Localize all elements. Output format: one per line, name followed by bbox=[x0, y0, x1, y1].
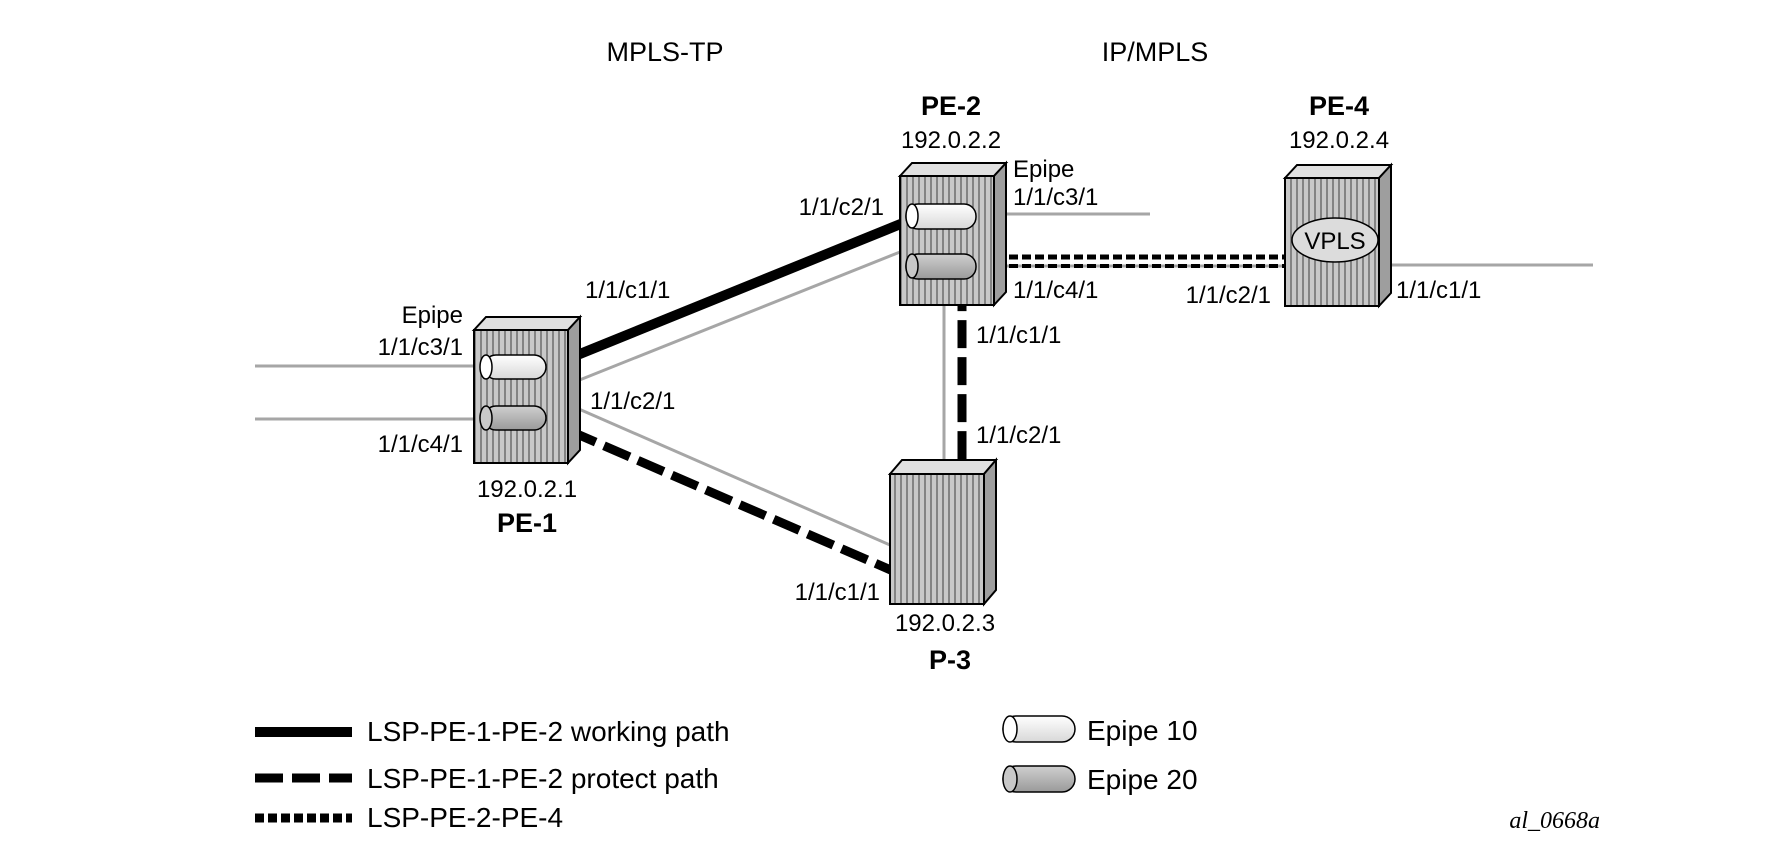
pe1-port-c2: 1/1/c2/1 bbox=[590, 388, 675, 415]
router-pe2-side bbox=[993, 160, 1007, 308]
pe2-name: PE-2 bbox=[921, 91, 981, 121]
epipe20-cylinder-pe1 bbox=[479, 405, 547, 431]
router-p3-front bbox=[889, 473, 985, 605]
epipe20-cylinder-pe2 bbox=[905, 253, 977, 280]
region-ip-mpls: IP/MPLS bbox=[1102, 37, 1209, 67]
pe1-port-c1: 1/1/c1/1 bbox=[585, 277, 670, 304]
p3-port-c2: 1/1/c2/1 bbox=[976, 422, 1061, 449]
pe1-port-c3: 1/1/c3/1 bbox=[378, 334, 463, 361]
legend-epipe10-label: Epipe 10 bbox=[1087, 715, 1198, 746]
router-pe1-top bbox=[471, 316, 583, 331]
pe2-port-c4: 1/1/c4/1 bbox=[1013, 277, 1098, 304]
router-pe4-top bbox=[1282, 164, 1394, 179]
link-pe1-pe2 bbox=[571, 250, 901, 385]
pe2-port-c3: 1/1/c3/1 bbox=[1013, 184, 1098, 211]
figure-id: al_0668a bbox=[1509, 808, 1600, 834]
pe2-ip: 192.0.2.2 bbox=[901, 127, 1001, 154]
legend-lsp24-label: LSP-PE-2-PE-4 bbox=[367, 802, 563, 833]
pe2-epipe-label: Epipe bbox=[1013, 156, 1074, 183]
router-pe2-front bbox=[899, 175, 995, 306]
pe4-name: PE-4 bbox=[1309, 91, 1369, 121]
pe2-port-c2: 1/1/c2/1 bbox=[799, 194, 884, 221]
epipe10-cylinder-pe1 bbox=[479, 354, 547, 380]
router-pe1[interactable] bbox=[471, 314, 583, 466]
pe1-ip: 192.0.2.1 bbox=[477, 476, 577, 503]
physical-links bbox=[255, 212, 1593, 547]
router-pe4-side bbox=[1378, 162, 1392, 309]
legend-protect-label: LSP-PE-1-PE-2 protect path bbox=[367, 763, 719, 794]
pe4-port-c1: 1/1/c1/1 bbox=[1396, 277, 1481, 304]
pe2-port-c1: 1/1/c1/1 bbox=[976, 322, 1061, 349]
link-pe1-p3 bbox=[571, 404, 891, 547]
pe4-ip: 192.0.2.4 bbox=[1289, 127, 1389, 154]
pe1-name: PE-1 bbox=[497, 508, 557, 538]
p3-port-c1: 1/1/c1/1 bbox=[795, 579, 880, 606]
legend-working-label: LSP-PE-1-PE-2 working path bbox=[367, 716, 730, 747]
router-pe1-side bbox=[567, 314, 581, 466]
epipe10-cylinder-pe2 bbox=[905, 203, 977, 230]
lsp-working-path bbox=[568, 216, 910, 363]
legend-epipe10-cylinder bbox=[1002, 715, 1076, 743]
router-pe4[interactable]: VPLS bbox=[1282, 162, 1394, 309]
legend-epipe20-cylinder bbox=[1002, 765, 1076, 793]
vpls-label: VPLS bbox=[1304, 228, 1365, 255]
pe4-port-c2: 1/1/c2/1 bbox=[1186, 282, 1271, 309]
pe1-port-c4: 1/1/c4/1 bbox=[378, 431, 463, 458]
router-pe1-front bbox=[473, 329, 569, 464]
router-pe2[interactable] bbox=[897, 160, 1009, 308]
region-mpls-tp: MPLS-TP bbox=[606, 37, 723, 67]
router-p3-side bbox=[983, 457, 997, 607]
p3-ip: 192.0.2.3 bbox=[895, 610, 995, 637]
router-p3-top bbox=[887, 459, 999, 475]
router-p3[interactable] bbox=[887, 457, 999, 607]
legend-epipe20-label: Epipe 20 bbox=[1087, 764, 1198, 795]
router-pe2-top bbox=[897, 162, 1009, 177]
legend: LSP-PE-1-PE-2 working path LSP-PE-1-PE-2… bbox=[255, 715, 1198, 833]
p3-name: P-3 bbox=[929, 645, 971, 675]
pe1-epipe-label: Epipe bbox=[402, 302, 463, 329]
vpls-ellipse bbox=[1291, 217, 1379, 263]
